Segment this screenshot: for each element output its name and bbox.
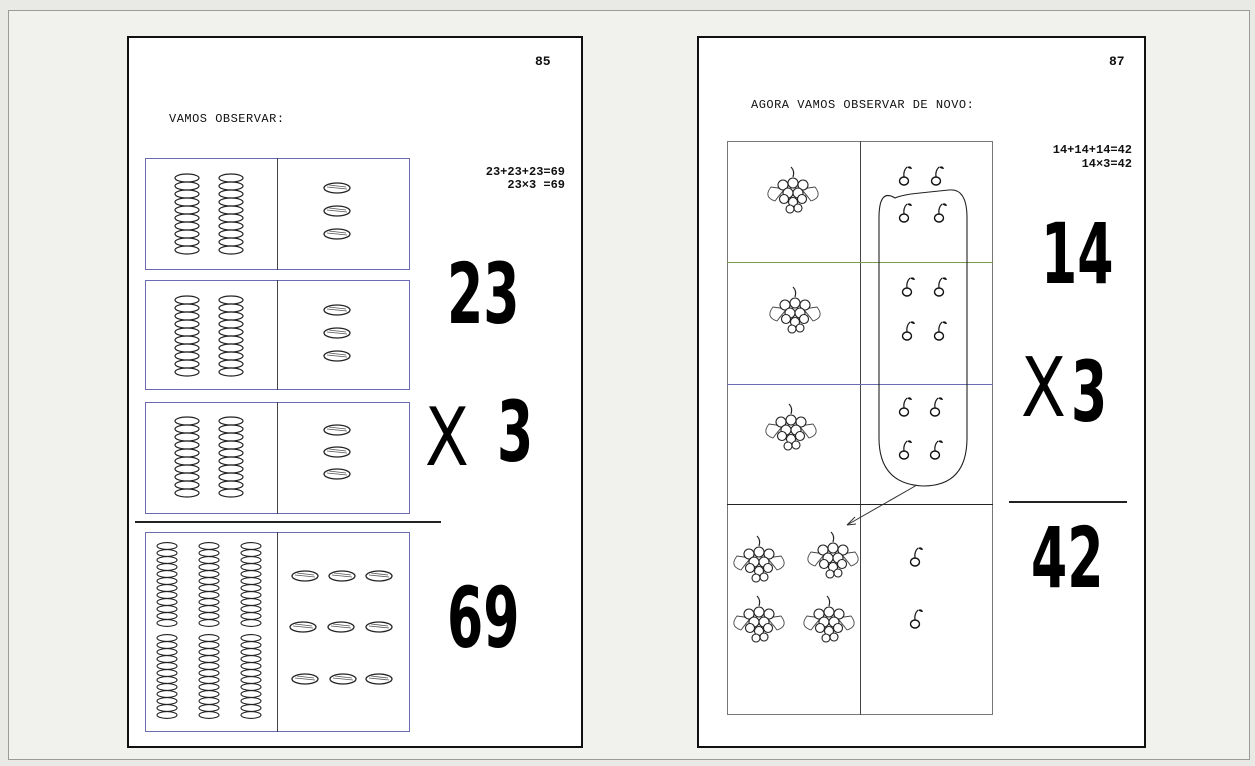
grape-bunch-icon [733,595,785,643]
coin-stack-icon [174,416,200,498]
coin-stack-icon [156,634,178,719]
grid-divider [860,141,861,715]
coin-icon [365,570,393,582]
single-grape-icon [933,202,948,223]
multiplicand-number: 14 [1041,205,1114,303]
times-sign: X [1021,341,1066,436]
single-grape-icon [901,276,916,297]
single-grape-icon [909,608,924,629]
grid-row-line [727,504,993,505]
coin-stack-icon [218,416,244,498]
single-grape-icon [898,202,913,223]
coin-icon [323,205,351,217]
box-divider [277,532,278,732]
coin-stack-icon [218,173,244,255]
single-grape-icon [898,165,913,186]
grape-bunch-icon [803,595,855,643]
page-heading: AGORA VAMOS OBSERVAR DE NOVO: [751,98,975,112]
coin-stack-icon [156,542,178,627]
product-number: 42 [1031,509,1104,607]
coin-icon [365,621,393,633]
page-number: 87 [1109,54,1125,69]
sum-line [1009,501,1127,503]
multiplier-number: 3 [497,383,534,481]
box-divider [277,280,278,390]
coin-icon [323,228,351,240]
coin-icon [329,673,357,685]
coin-stack-icon [174,295,200,377]
coin-icon [323,424,351,436]
single-grape-icon [933,320,948,341]
coin-stack-icon [198,542,220,627]
coin-icon [327,621,355,633]
grouping-loop [878,189,968,487]
coin-stack-icon [240,634,262,719]
product-number: 69 [447,569,520,667]
single-grape-icon [898,439,913,460]
workbook-page-85: 85 VAMOS OBSERVAR: 23+23+23=69 23×3 =69 … [127,36,583,748]
single-grape-icon [909,546,924,567]
coin-stack-icon [198,634,220,719]
sum-line [135,521,441,523]
coin-icon [323,468,351,480]
addition-equation: 23+23+23=69 [485,165,565,179]
coin-icon [323,350,351,362]
grape-bunch-icon [807,531,859,579]
box-divider [277,402,278,514]
coin-illustrations [156,173,393,719]
coin-icon [323,327,351,339]
box-divider [277,158,278,270]
page-heading: VAMOS OBSERVAR: [169,112,285,126]
single-grape-icon [901,320,916,341]
grid-row-line [727,384,993,385]
coin-icon [365,673,393,685]
grape-illustrations [733,165,968,643]
single-grape-icon [930,165,945,186]
coin-icon [323,304,351,316]
multiplication-equation: 14×3=42 [1081,157,1132,171]
coin-icon [323,446,351,458]
grape-bunch-icon [765,403,817,451]
coin-icon [291,570,319,582]
coin-stack-icon [240,542,262,627]
grape-bunch-icon [733,535,785,583]
single-grape-icon [933,276,948,297]
grape-bunch-icon [769,286,821,334]
single-grape-icon [898,396,913,417]
single-grape-icon [929,439,944,460]
page-number: 85 [535,54,551,69]
multiplication-equation: 23×3 =69 [507,178,565,192]
coin-icon [291,673,319,685]
multiplicand-number: 23 [447,245,520,343]
coin-icon [328,570,356,582]
workbook-page-87: 87 AGORA VAMOS OBSERVAR DE NOVO: 14+14+1… [697,36,1146,748]
coin-stack-icon [218,295,244,377]
times-sign: X [425,391,469,484]
coin-icon [323,182,351,194]
addition-equation: 14+14+14=42 [1052,143,1132,157]
coin-icon [289,621,317,633]
grape-bunch-icon [767,166,819,214]
multiplier-number: 3 [1071,343,1108,441]
single-grape-icon [929,396,944,417]
coin-stack-icon [174,173,200,255]
grid-row-line [727,262,993,263]
